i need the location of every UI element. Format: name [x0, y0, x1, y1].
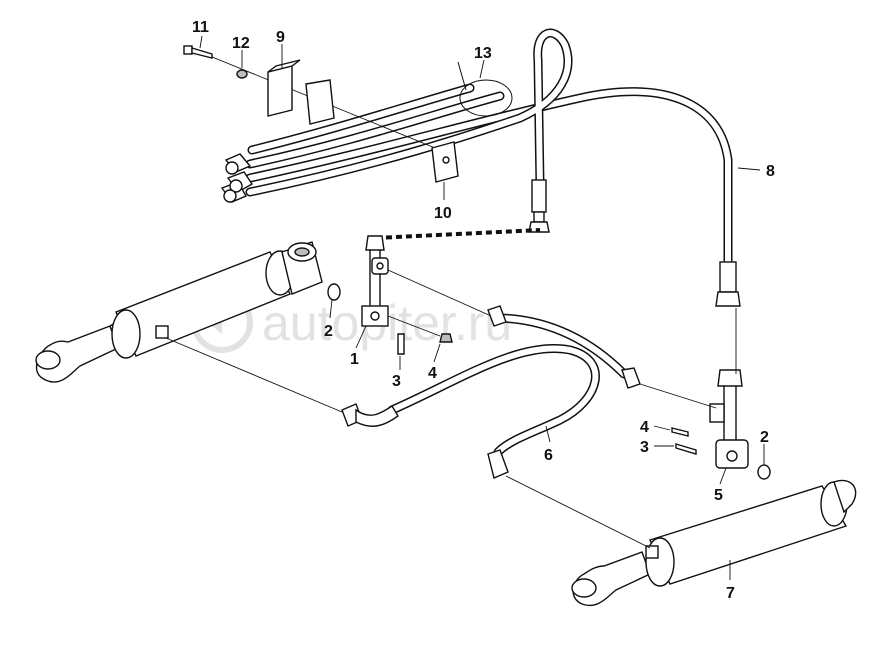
callout-9: 9 [276, 29, 285, 46]
hose-ferrule [531, 179, 547, 213]
left-port-fitting [155, 325, 169, 339]
callout-8: 8 [766, 163, 775, 180]
nut-4-icon [439, 333, 453, 343]
bolt-3b-icon [675, 443, 697, 455]
callout-3-right: 3 [640, 439, 649, 456]
callout-2-right: 2 [760, 429, 769, 446]
hose-6-nut-bottom-icon [487, 449, 509, 479]
hose-nut-right-icon [715, 291, 741, 307]
callout-2-left: 2 [324, 323, 333, 340]
seal-ring-icon [327, 283, 341, 301]
callout-7: 7 [726, 585, 735, 602]
left-cylinder [35, 241, 323, 383]
callout-13: 13 [474, 45, 492, 62]
leader-lines [199, 35, 765, 580]
callout-12: 12 [232, 35, 250, 52]
clamp-upper-icon [267, 65, 293, 117]
callouts: 11 12 9 13 8 10 2 1 3 4 6 4 3 2 5 7 [192, 19, 775, 602]
callout-4-right: 4 [640, 419, 649, 436]
dashed-connection [375, 228, 541, 240]
valve-block-1 [327, 235, 501, 355]
right-cylinder-body [649, 485, 848, 585]
washer-icon [236, 69, 248, 79]
callout-10: 10 [434, 205, 452, 222]
clamp-lower-icon [305, 79, 335, 125]
seal-ring-2-icon [757, 464, 771, 480]
hose-ferrule-right [719, 261, 737, 293]
callout-5: 5 [714, 487, 723, 504]
valve-block-5 [671, 308, 771, 480]
cable-tie [457, 61, 513, 117]
callout-4-left: 4 [428, 365, 437, 382]
right-cylinder [571, 479, 857, 607]
upper-hose-bundle [220, 28, 741, 307]
callout-1: 1 [350, 351, 359, 368]
hose-end-fittings [220, 153, 253, 203]
clamp-assembly [183, 45, 459, 183]
bolt-icon [183, 45, 213, 59]
nut-4b-icon [671, 427, 689, 437]
hose-6 [165, 305, 717, 549]
bolt-3-icon [397, 333, 405, 355]
callout-6: 6 [544, 447, 553, 464]
callout-3-left: 3 [392, 373, 401, 390]
callout-11: 11 [192, 19, 209, 36]
